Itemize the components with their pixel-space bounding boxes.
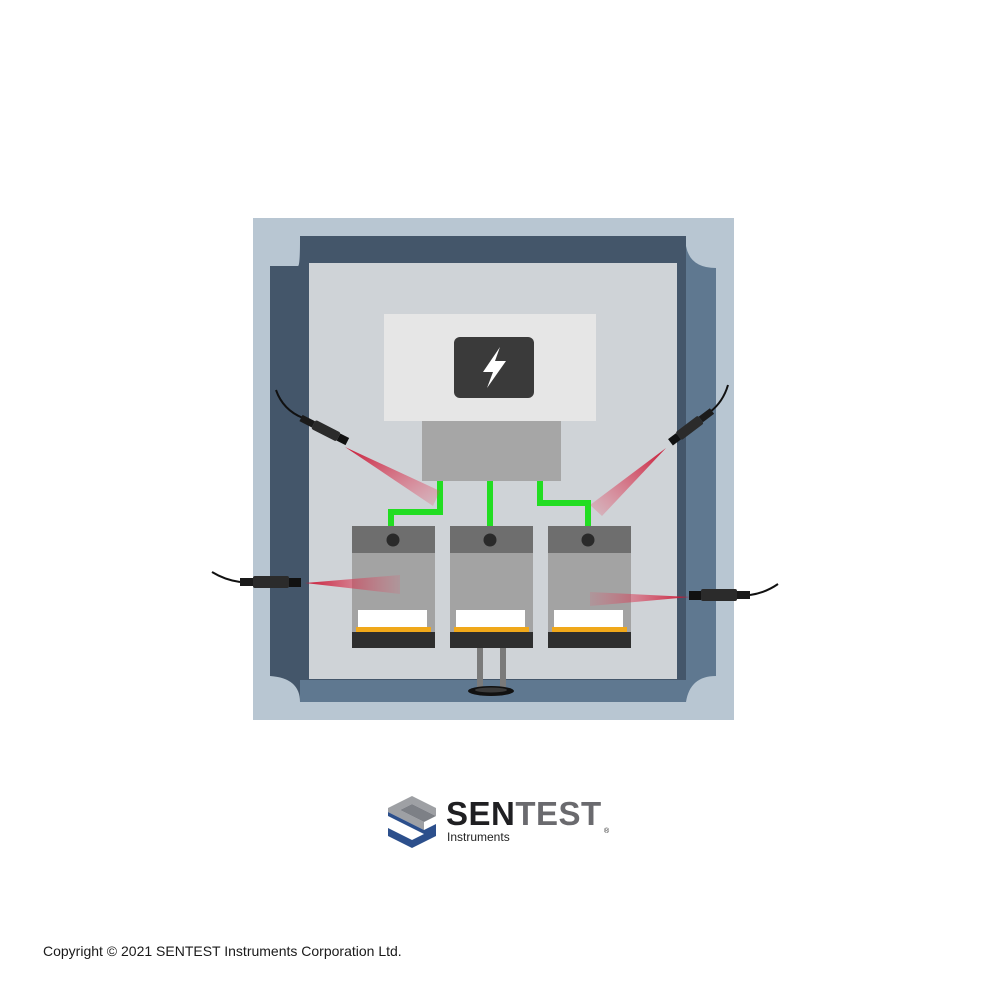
sample-white-plate	[358, 610, 427, 627]
controller-box	[422, 421, 561, 481]
sensor-right	[689, 583, 779, 601]
brand-logo: SENTEST Instruments ®	[386, 794, 626, 854]
brand-name-part1: SEN	[446, 795, 516, 832]
sensor-upper-right	[668, 384, 729, 446]
brand-name: SENTEST	[446, 796, 602, 832]
beam-upper-left	[345, 447, 440, 506]
wire-left	[388, 481, 443, 527]
beam-upper-right	[590, 448, 666, 516]
lightning-bolt-icon	[483, 347, 506, 388]
sample-white-plate	[456, 610, 525, 627]
brand-name-part2: TEST	[515, 795, 602, 832]
sample-pad	[454, 627, 529, 634]
sample-holder-center	[450, 526, 533, 648]
holder-bolt	[581, 533, 595, 547]
sample-holder-right	[548, 526, 631, 648]
sample-white-plate	[554, 610, 623, 627]
sensor-cable	[749, 583, 779, 596]
sensor-left	[211, 571, 301, 588]
holder-bolt	[386, 533, 400, 547]
beam-left	[305, 575, 400, 594]
bottom-feedthrough	[468, 648, 514, 696]
sensor-cable	[709, 384, 729, 413]
copyright-text: Copyright © 2021 SENTEST Instruments Cor…	[43, 943, 402, 959]
registered-mark: ®	[604, 828, 610, 835]
sample-pad	[356, 627, 431, 634]
sentest-s-logo-icon	[388, 796, 436, 848]
brand-subtitle: Instruments	[447, 830, 510, 844]
sensor-beams	[305, 447, 690, 606]
beam-right	[590, 592, 690, 606]
sensor-cable	[211, 571, 241, 583]
wire-right	[537, 481, 591, 527]
signal-wires	[388, 481, 591, 527]
sensor-cable	[275, 389, 304, 419]
sample-pad	[552, 627, 627, 634]
sensor-upper-left	[275, 389, 350, 446]
holder-bolt	[483, 533, 497, 547]
